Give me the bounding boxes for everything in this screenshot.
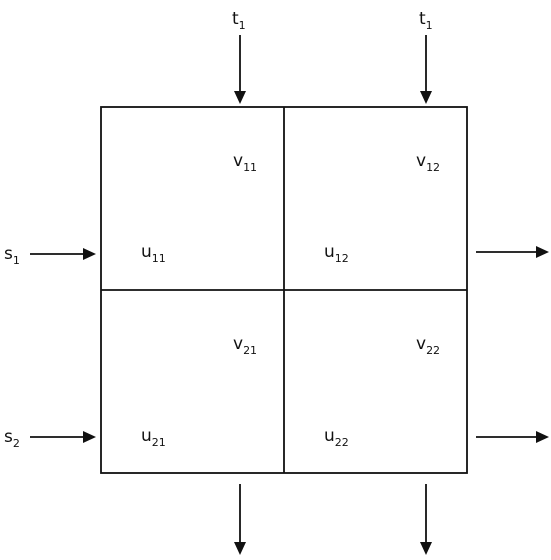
right-output-arrow-2: [476, 431, 549, 443]
cell-11-v-label: v11: [233, 151, 257, 174]
bottom-output-arrow-2: [420, 484, 432, 555]
bottom-output-arrow-1: [234, 484, 246, 555]
top-input-arrow-2: [420, 35, 432, 104]
left-input-arrow-1: [30, 248, 96, 260]
top-input-label-1: t1: [232, 9, 246, 32]
top-input-label-2: t1: [419, 9, 433, 32]
left-input-label-1: s1: [4, 244, 20, 267]
cell-21-v-label: v21: [233, 334, 257, 357]
left-input-label-2: s2: [4, 427, 20, 450]
top-input-arrow-1: [234, 35, 246, 104]
cell-22-v-label: v22: [416, 334, 440, 357]
cell-11-u-label: u11: [141, 242, 166, 265]
cell-12-u-label: u12: [324, 242, 349, 265]
left-input-arrow-2: [30, 431, 96, 443]
right-output-arrow-1: [476, 246, 549, 258]
cell-12-v-label: v12: [416, 151, 440, 174]
cell-22-u-label: u22: [324, 426, 349, 449]
cell-21-u-label: u21: [141, 426, 166, 449]
